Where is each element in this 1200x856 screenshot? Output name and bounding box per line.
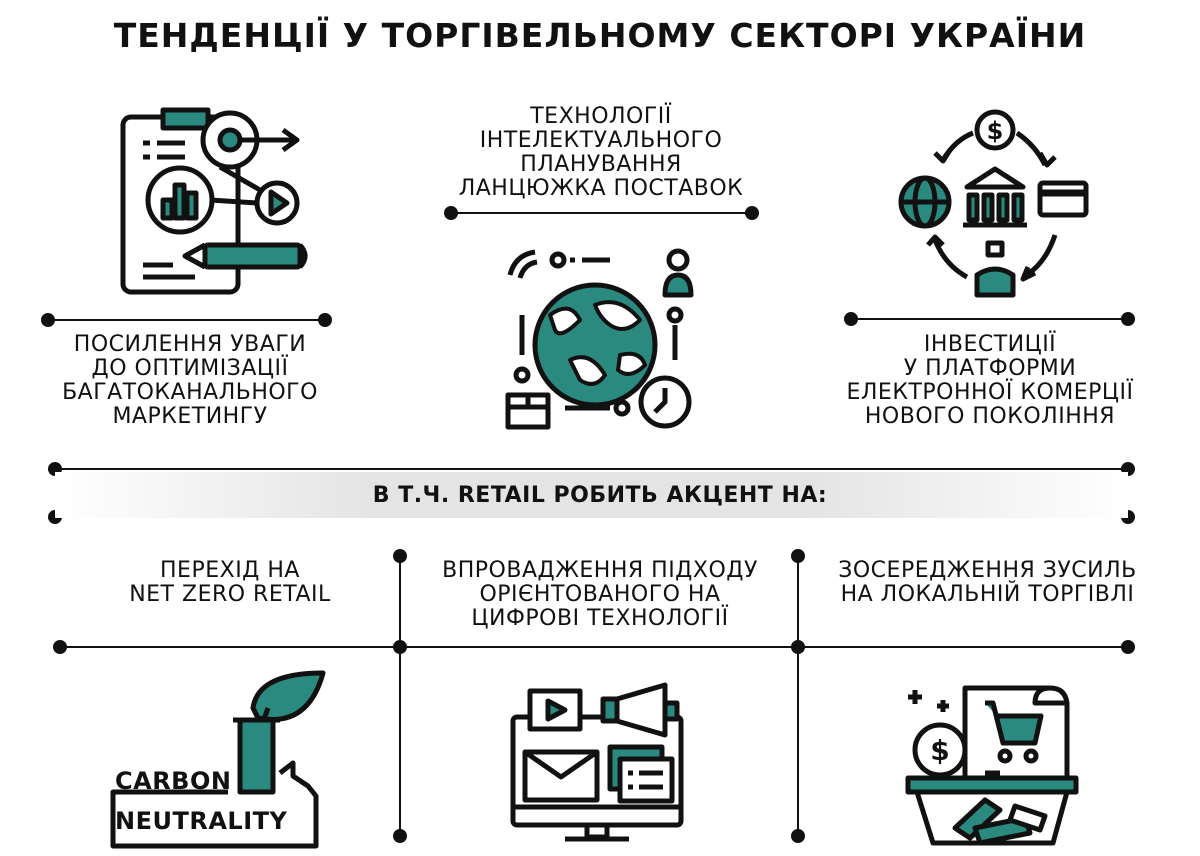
caption-line: ІНТЕЛЕКТУАЛЬНОГО — [479, 128, 723, 153]
caption-line: ЗОСЕРЕДЖЕННЯ ЗУСИЛЬ — [838, 558, 1137, 583]
caption-line: НОВОГО ПОКОЛІННЯ — [864, 404, 1116, 429]
caption-line: ОРІЄНТОВАНОГО НА — [479, 582, 721, 607]
caption-line: ПОСИЛЕННЯ УВАГИ — [73, 332, 307, 357]
caption-line: У ПЛАТФОРМИ — [903, 356, 1077, 381]
neutrality-label-line: NEUTRALITY — [115, 807, 288, 835]
caption-line: NET ZERO RETAIL — [129, 582, 331, 607]
caption-line: ІНВЕСТИЦІЇ — [923, 332, 1057, 357]
caption-line: ДО ОПТИМІЗАЦІЇ — [91, 356, 289, 381]
caption-line: ЦИФРОВІ ТЕХНОЛОГІЇ — [471, 606, 729, 631]
caption-line: ПЛАНУВАННЯ — [520, 152, 682, 177]
local-shopping-icon: $ — [905, 685, 1079, 846]
caption-line: НА ЛОКАЛЬНІЙ ТОРГІВЛІ — [840, 582, 1135, 607]
svg-text:$: $ — [987, 117, 1004, 145]
digital-marketing-icon — [510, 682, 684, 842]
ecommerce-investment-icon: $ — [898, 109, 1089, 298]
caption-line: ПЕРЕХІД НА — [160, 558, 300, 583]
caption-line: ВПРОВАДЖЕННЯ ПІДХОДУ — [442, 558, 758, 583]
carbon-neutrality-icon — [110, 670, 326, 849]
carbon-label-line: CARBON — [115, 767, 232, 795]
caption-line: БАГАТОКАНАЛЬНОГО — [62, 380, 318, 405]
caption-line: МАРКЕТИНГУ — [112, 404, 268, 429]
trend-caption-supply-chain: ТЕХНОЛОГІЇ ІНТЕЛЕКТУАЛЬНОГО ПЛАНУВАННЯ Л… — [440, 105, 762, 201]
global-supply-chain-icon — [505, 248, 694, 430]
trend-caption-ecommerce: ІНВЕСТИЦІЇ У ПЛАТФОРМИ ЕЛЕКТРОННОЇ КОМЕР… — [835, 333, 1145, 429]
trend-caption-marketing: ПОСИЛЕННЯ УВАГИ ДО ОПТИМІЗАЦІЇ БАГАТОКАН… — [40, 333, 340, 429]
caption-line: ЛАНЦЮЖКА ПОСТАВОК — [458, 176, 744, 201]
retail-heading-band — [55, 472, 1128, 518]
marketing-analytics-icon — [120, 107, 308, 295]
svg-text:$: $ — [930, 734, 949, 767]
caption-line: ТЕХНОЛОГІЇ — [530, 104, 672, 129]
focus-caption-digital: ВПРОВАДЖЕННЯ ПІДХОДУ ОРІЄНТОВАНОГО НА ЦИ… — [410, 559, 790, 631]
page-title: ТЕНДЕНЦІЇ У ТОРГІВЕЛЬНОМУ СЕКТОРІ УКРАЇН… — [113, 16, 1087, 55]
caption-line: ЕЛЕКТРОННОЇ КОМЕРЦІЇ — [846, 380, 1134, 405]
retail-heading: В Т.Ч. RETAIL РОБИТЬ АКЦЕНТ НА: — [372, 483, 828, 508]
focus-caption-net-zero: ПЕРЕХІД НА NET ZERO RETAIL — [70, 559, 390, 607]
focus-caption-local-trade: ЗОСЕРЕДЖЕННЯ ЗУСИЛЬ НА ЛОКАЛЬНІЙ ТОРГІВЛ… — [815, 559, 1160, 607]
